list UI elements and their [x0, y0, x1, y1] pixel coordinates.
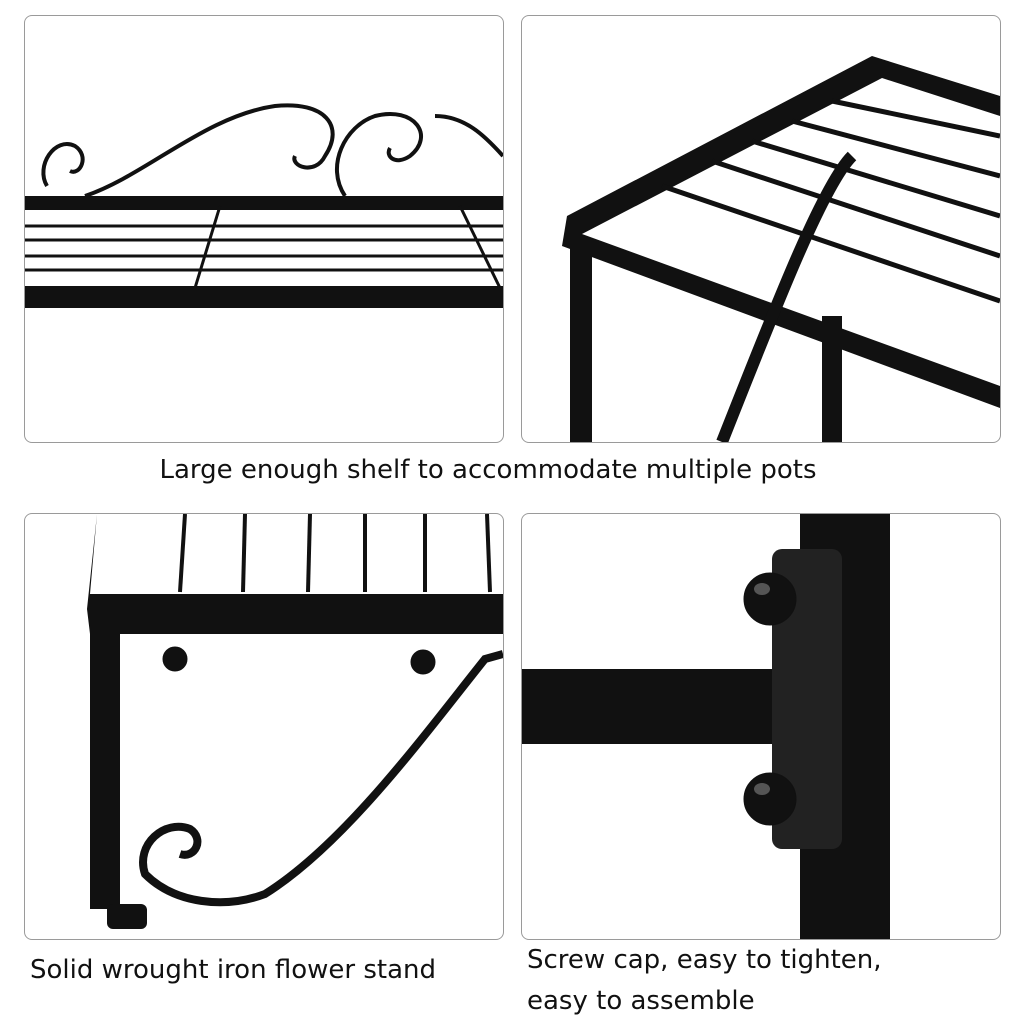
photo-shelf-corner	[521, 15, 1001, 443]
caption-large-shelf: Large enough shelf to accommodate multip…	[159, 455, 817, 485]
caption-screw-cap-line2: easy to assemble	[527, 986, 755, 1016]
photo-leg-bracket	[24, 513, 504, 940]
photo-screw-cap	[521, 513, 1001, 940]
photo-shelf-scroll-detail	[24, 15, 504, 443]
caption-screw-cap-line1: Screw cap, easy to tighten,	[527, 945, 882, 975]
caption-wrought-iron: Solid wrought iron flower stand	[30, 955, 436, 985]
